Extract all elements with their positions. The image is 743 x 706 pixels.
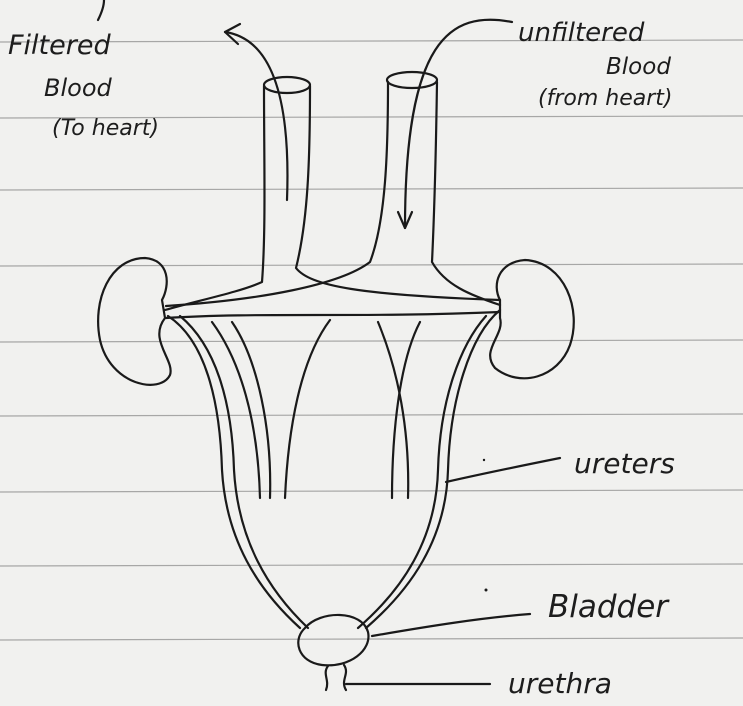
- bladder: [298, 615, 368, 665]
- filtered-blood-label: Blood: [44, 76, 112, 100]
- arrow-from-heart: [405, 20, 512, 228]
- ureters: [168, 310, 500, 628]
- unfiltered-label: unfiltered: [518, 20, 644, 46]
- leader-bladder: [372, 614, 530, 636]
- filtered-label: Filtered: [8, 32, 111, 59]
- arrow-to-heart: [225, 32, 287, 200]
- urethra: [326, 665, 346, 690]
- to-heart-label: (To heart): [52, 118, 159, 140]
- bladder-label: Bladder: [548, 592, 668, 623]
- ureters-label: ureters: [574, 450, 675, 478]
- unfiltered-blood-label: Blood: [606, 56, 671, 79]
- urethra-label: urethra: [508, 670, 612, 698]
- left-kidney: [98, 258, 171, 385]
- renal-branches: [212, 320, 420, 498]
- right-kidney: [490, 260, 574, 378]
- from-heart-label: (from heart): [538, 88, 672, 110]
- leader-ureters: [446, 458, 560, 482]
